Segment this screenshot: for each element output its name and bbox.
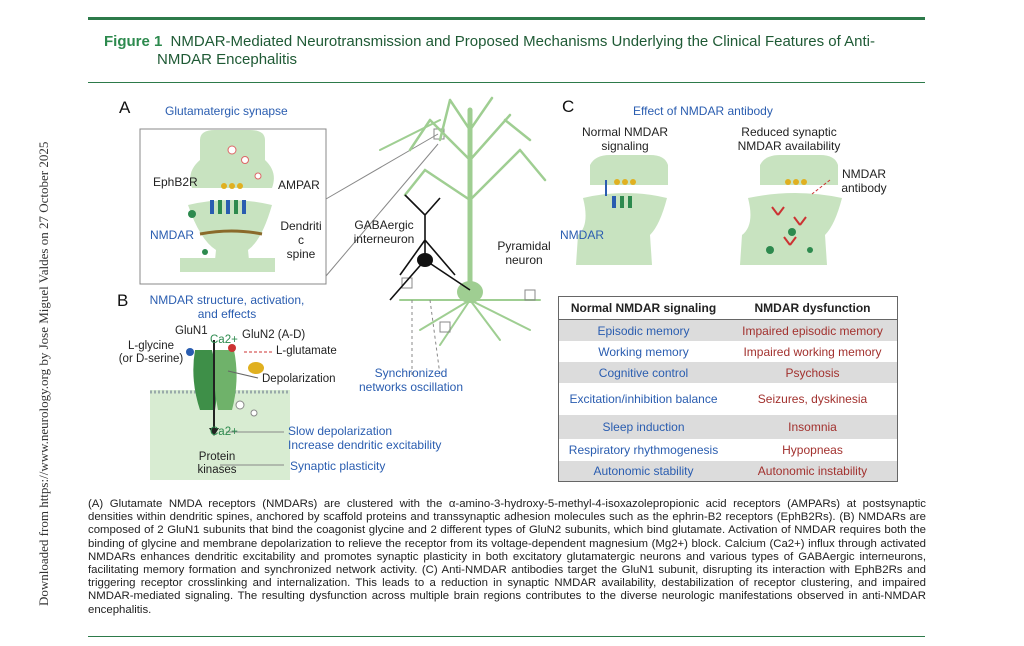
figure-title: Figure 1 NMDAR-Mediated Neurotransmissio… bbox=[104, 33, 924, 69]
bottom-rule bbox=[88, 636, 925, 637]
mg-ion bbox=[248, 362, 264, 374]
figure-title-cont: NMDAR Encephalitis bbox=[157, 51, 298, 68]
table-row: Respiratory rhythmogenesis Hypopneas bbox=[559, 439, 897, 461]
table-cell-dysfunction: Insomnia bbox=[788, 420, 837, 434]
panel-c-letter: C bbox=[562, 97, 575, 116]
label-nmdar-c: NMDAR bbox=[560, 228, 604, 242]
table-row: Sleep induction Insomnia bbox=[559, 415, 897, 439]
label-nmdar-a: NMDAR bbox=[150, 228, 194, 242]
table-cell-dysfunction: Hypopneas bbox=[782, 443, 843, 457]
top-rule bbox=[88, 17, 925, 20]
table-row: Working memory Impaired working memory bbox=[559, 341, 897, 362]
label-normal-signaling: Normal NMDAR signaling bbox=[581, 125, 668, 153]
table-row: Episodic memory Impaired episodic memory bbox=[559, 320, 897, 341]
label-ampar: AMPAR bbox=[278, 178, 320, 192]
label-protein-kinases: Protein kinases bbox=[197, 451, 237, 476]
table-cell-dysfunction: Impaired working memory bbox=[743, 344, 882, 359]
label-l-glycine: L-glycine (or D-serine) bbox=[118, 340, 184, 365]
table-cell-normal: Excitation/inhibition balance bbox=[569, 392, 718, 406]
table-cell-normal: Cognitive control bbox=[598, 365, 689, 380]
panel-b-heading: NMDAR structure, activation, and effects bbox=[149, 293, 305, 321]
table-cell-normal: Sleep induction bbox=[602, 420, 685, 434]
label-sync-networks: Synchronized networks oscillation bbox=[358, 366, 464, 394]
table-header-normal: Normal NMDAR signaling bbox=[570, 301, 717, 315]
table-row: Cognitive control Psychosis bbox=[559, 362, 897, 383]
table-cell-dysfunction: Impaired episodic memory bbox=[742, 323, 883, 338]
dendritic-spine-shape bbox=[188, 200, 272, 270]
label-synaptic-plasticity: Synaptic plasticity bbox=[290, 459, 386, 473]
title-rule bbox=[88, 82, 925, 83]
label-pyramidal-neuron: Pyramidal neuron bbox=[497, 239, 551, 267]
pyramidal-neuron-drawing bbox=[379, 96, 547, 346]
presynaptic-terminal bbox=[190, 130, 274, 188]
synapse-inset-box bbox=[139, 128, 327, 285]
panel-a-heading: Glutamatergic synapse bbox=[165, 104, 288, 118]
reduced-synapse-drawing bbox=[740, 155, 842, 265]
table-cell-normal: Episodic memory bbox=[597, 323, 690, 338]
table-row: Excitation/inhibition balance Seizures, … bbox=[559, 383, 897, 415]
table-header: Normal NMDAR signaling NMDAR dysfunction bbox=[559, 297, 897, 320]
receptor-cluster-a bbox=[188, 183, 263, 255]
figure-title-text: NMDAR-Mediated Neurotransmission and Pro… bbox=[170, 33, 876, 50]
table-cell-normal: Autonomic stability bbox=[593, 464, 694, 478]
signaling-table: Normal NMDAR signaling NMDAR dysfunction… bbox=[558, 296, 898, 482]
table-cell-normal: Respiratory rhythmogenesis bbox=[568, 443, 719, 457]
label-ca-top: Ca2+ bbox=[210, 334, 238, 346]
figure-label: Figure 1 bbox=[104, 33, 163, 50]
table-cell-dysfunction: Seizures, dyskinesia bbox=[757, 392, 868, 406]
figure-caption: (A) Glutamate NMDA receptors (NMDARs) ar… bbox=[88, 498, 926, 616]
glun2-subunit bbox=[214, 350, 237, 410]
label-nmdar-antibody: NMDAR antibody bbox=[841, 167, 887, 195]
gaba-interneuron-drawing bbox=[389, 194, 471, 301]
panel-b-letter: B bbox=[117, 291, 129, 310]
label-depolarization: Depolarization bbox=[262, 373, 336, 385]
label-glun1: GluN1 bbox=[175, 325, 208, 337]
label-gaba-interneuron: GABAergic interneuron bbox=[353, 218, 415, 246]
label-increase-excitability: Increase dendritic excitability bbox=[288, 438, 442, 452]
label-l-glutamate: L-glutamate bbox=[276, 345, 337, 357]
table-cell-normal: Working memory bbox=[598, 344, 689, 359]
panel-a-letter: A bbox=[119, 98, 131, 117]
table-row: Autonomic stability Autonomic instabilit… bbox=[559, 461, 897, 481]
label-ephb2r: EphB2R bbox=[153, 175, 198, 189]
label-reduced-availability: Reduced synaptic NMDAR availability bbox=[737, 125, 841, 153]
label-dendritic-spine: Dendriti c spine bbox=[280, 219, 322, 261]
table-header-dysfunction: NMDAR dysfunction bbox=[754, 301, 871, 315]
normal-synapse-drawing bbox=[576, 155, 668, 265]
label-glun2: GluN2 (A-D) bbox=[242, 329, 306, 341]
table-cell-dysfunction: Autonomic instability bbox=[757, 464, 868, 478]
glun1-subunit bbox=[193, 350, 217, 410]
table-cell-dysfunction: Psychosis bbox=[785, 365, 840, 380]
panel-c-heading: Effect of NMDAR antibody bbox=[633, 104, 773, 118]
label-ca-bottom: Ca2+ bbox=[210, 426, 238, 438]
label-slow-depolarization: Slow depolarization bbox=[288, 424, 393, 438]
